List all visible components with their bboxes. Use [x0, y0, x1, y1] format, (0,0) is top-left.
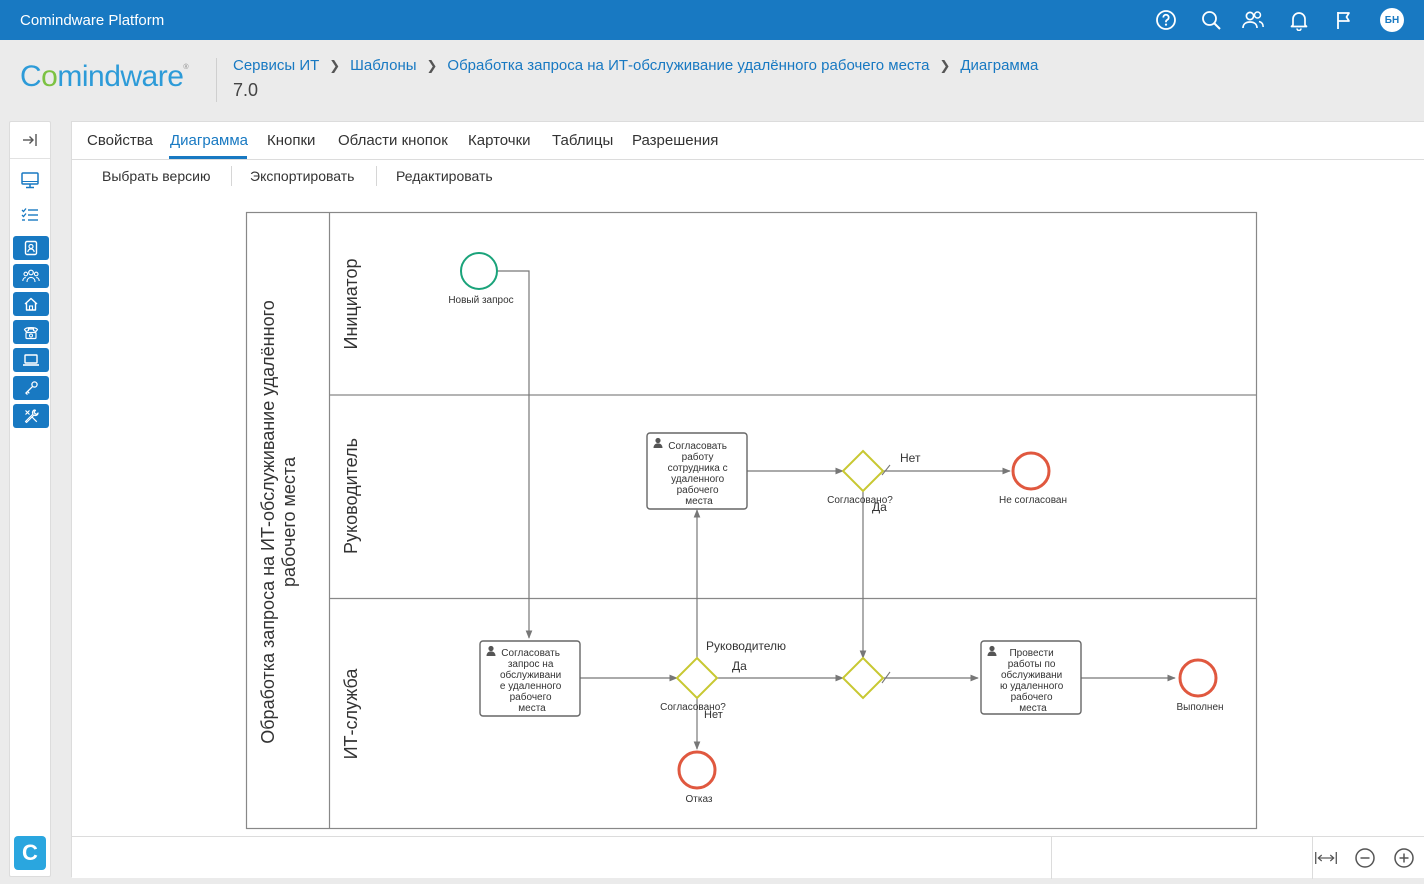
left-sidebar: C [9, 121, 51, 877]
phone-icon[interactable] [13, 320, 49, 344]
end-event-refused-label: Отказ [686, 794, 713, 805]
diagram-canvas[interactable]: Обработка запроса на ИТ-обслуживание уда… [72, 192, 1424, 836]
tab-cards[interactable]: Карточки [468, 132, 531, 149]
bpmn-diagram: Обработка запроса на ИТ-обслуживание уда… [245, 211, 1258, 830]
tab-button-areas[interactable]: Области кнопок [338, 132, 448, 149]
pool-label: Обработка запроса на ИТ-обслуживание уда… [258, 300, 299, 744]
zoom-bar [72, 836, 1424, 879]
app-title[interactable]: Comindware Platform [20, 12, 165, 29]
default-flow-mark [881, 464, 891, 476]
pool[interactable] [245, 211, 1258, 830]
gateway-manager-label: Согласовано? [827, 495, 893, 506]
gateway-manager-approved[interactable] [841, 449, 885, 493]
breadcrumb-item-templates[interactable]: Шаблоны [350, 57, 417, 74]
tab-permissions[interactable]: Разрешения [632, 132, 719, 149]
diagram-toolbar: Выбрать версию Экспортировать Редактиров… [72, 160, 1424, 192]
users-icon[interactable] [1241, 8, 1265, 32]
start-event-label: Новый запрос [448, 295, 513, 306]
edit-button[interactable]: Редактировать [396, 168, 493, 184]
end-event-done-label: Выполнен [1176, 702, 1223, 713]
end-event-done[interactable] [1178, 658, 1218, 698]
laptop-icon[interactable] [13, 348, 49, 372]
export-button[interactable]: Экспортировать [250, 168, 355, 184]
lane-label-initiator: Инициатор [341, 259, 361, 350]
desktop-icon[interactable] [14, 168, 46, 192]
lane-label-manager: Руководитель [341, 438, 361, 554]
bottom-divider [1051, 837, 1052, 879]
help-icon[interactable] [1154, 8, 1178, 32]
checklist-icon[interactable] [14, 203, 46, 227]
end-event-refused[interactable] [677, 750, 717, 790]
default-flow-mark [881, 671, 891, 684]
task-it-service-label: Провести работы по обслуживани ю удаленн… [1000, 648, 1066, 714]
chevron-right-icon: ❯ [426, 57, 438, 73]
task-manager-approve-label: Согласовать работу сотрудника с удаленно… [668, 441, 731, 507]
breadcrumb-item-it-services[interactable]: Сервисы ИТ [233, 57, 320, 74]
gateway-merge[interactable] [841, 656, 885, 700]
key-icon[interactable] [13, 376, 49, 400]
task-it-approve[interactable] [479, 640, 581, 717]
flow-label-yes-it: Да [732, 659, 747, 673]
flow-label-no-it: Нет [704, 709, 723, 721]
version-number: 7.0 [233, 80, 259, 100]
home-icon[interactable] [13, 292, 49, 316]
end-event-not-approved[interactable] [1011, 451, 1051, 491]
task-it-service[interactable] [980, 640, 1082, 715]
chevron-right-icon: ❯ [939, 57, 951, 73]
flow-label-yes: Да [872, 500, 887, 514]
select-version-button[interactable]: Выбрать версию [102, 168, 211, 184]
bottom-divider [1312, 837, 1313, 879]
breadcrumb-item-diagram[interactable]: Диаграмма [960, 57, 1039, 74]
svg-text:рабочего места: рабочего места [279, 456, 299, 587]
flow-start-to-it-approve [497, 270, 533, 639]
breadcrumb: Сервисы ИТ ❯ Шаблоны ❯ Обработка запроса… [233, 57, 1038, 74]
start-event[interactable] [460, 252, 498, 290]
tab-tables[interactable]: Таблицы [552, 132, 614, 149]
platform-logo-button[interactable]: C [14, 836, 46, 870]
zoom-out-icon[interactable] [1353, 846, 1377, 870]
breadcrumb-item-process[interactable]: Обработка запроса на ИТ-обслуживание уда… [447, 57, 930, 74]
search-icon[interactable] [1199, 8, 1223, 32]
task-manager-approve[interactable] [646, 432, 748, 510]
gateway-it-label: Согласовано? [660, 702, 726, 713]
sidebar-divider [10, 158, 50, 159]
tab-diagram[interactable]: Диаграмма [170, 132, 249, 149]
chevron-right-icon: ❯ [329, 57, 341, 73]
flow-label-to-manager: Руководителю [706, 639, 786, 653]
tab-properties[interactable]: Свойства [87, 132, 153, 149]
header-divider [216, 58, 217, 102]
lane-label-it-service: ИТ-служба [341, 668, 361, 760]
flow-label-no: Нет [900, 451, 921, 465]
expand-icon[interactable] [14, 128, 46, 152]
tools-icon[interactable] [13, 404, 49, 428]
bell-icon[interactable] [1287, 8, 1311, 32]
zoom-in-icon[interactable] [1392, 846, 1416, 870]
task-it-approve-label: Согласовать запрос на обслуживани е удал… [500, 648, 564, 714]
badge-icon[interactable] [13, 236, 49, 260]
flag-icon[interactable] [1332, 8, 1356, 32]
comindware-logo[interactable]: Comindware® [20, 60, 189, 93]
tab-buttons[interactable]: Кнопки [267, 132, 316, 149]
toolbar-divider [231, 166, 232, 186]
team-icon[interactable] [13, 264, 49, 288]
user-avatar[interactable]: БН [1380, 8, 1404, 32]
main-panel: Свойства Диаграмма Кнопки Области кнопок… [71, 121, 1424, 879]
toolbar-divider [376, 166, 377, 186]
gateway-it-approved[interactable] [675, 656, 719, 700]
tabs-bar: Свойства Диаграмма Кнопки Области кнопок… [72, 122, 1424, 160]
svg-text:Обработка запроса на ИТ-обслуж: Обработка запроса на ИТ-обслуживание уда… [258, 300, 278, 744]
tab-active-indicator [169, 156, 247, 159]
fit-width-icon[interactable] [1314, 846, 1338, 870]
page-header: Comindware® Сервисы ИТ ❯ Шаблоны ❯ Обраб… [0, 40, 1424, 120]
top-bar: Comindware Platform БН [0, 0, 1424, 40]
end-event-not-approved-label: Не согласован [999, 495, 1067, 506]
